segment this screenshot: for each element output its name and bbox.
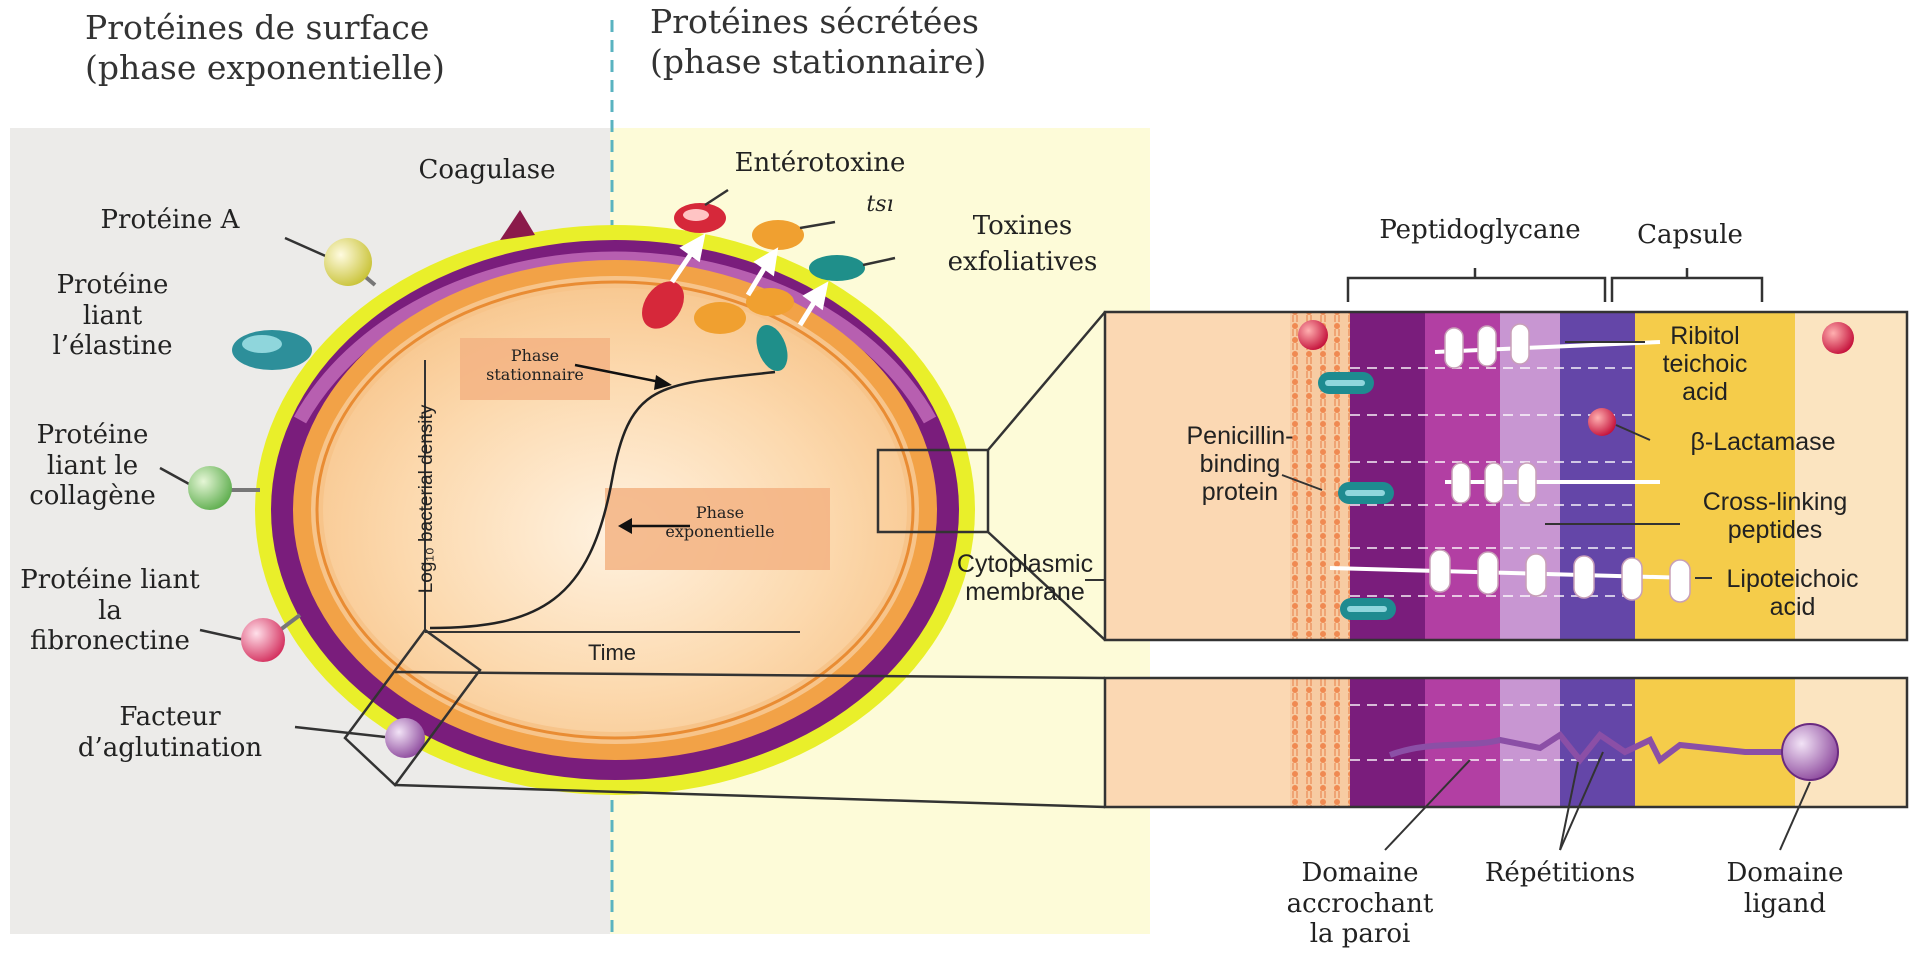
- layer-brackets: [1348, 268, 1762, 302]
- fibronectin-protein-label: Protéine liant la fibronectine: [10, 565, 210, 657]
- ligand-domain-icon: [1782, 724, 1838, 780]
- protein-a-label: Protéine A: [85, 205, 255, 236]
- growth-ylabel: Log₁₀ bacterial density: [416, 349, 438, 649]
- elastin-protein-label: Protéine liant l’élastine: [30, 270, 195, 362]
- exfoliative-toxin-icon: [809, 255, 865, 281]
- cross-linking-label: Cross-linking peptides: [1660, 488, 1890, 544]
- peptidoglycan-label: Peptidoglycane: [1340, 215, 1620, 246]
- capsule-label: Capsule: [1620, 220, 1760, 251]
- intracellular-toxin: [694, 302, 746, 334]
- repeats-label: Répétitions: [1455, 858, 1665, 889]
- collagen-protein-label: Protéine liant le collagène: [10, 420, 175, 512]
- beta-lactamase-icon: [1298, 320, 1328, 350]
- tsst-toxin-icon: [752, 220, 804, 250]
- growth-xlabel: Time: [572, 640, 652, 666]
- pbp-label: Penicillin- binding protein: [1160, 422, 1320, 506]
- beta-lactamase-label: β-Lactamase: [1648, 428, 1878, 456]
- tsst-label: tsı: [855, 192, 905, 218]
- beta-lactamase-icon: [1588, 408, 1616, 436]
- elastin-protein-icon: [232, 330, 312, 370]
- stationary-phase-label: Phase stationnaire: [470, 346, 600, 384]
- ligand-domain-label: Domaine ligand: [1700, 858, 1870, 919]
- anchor-domain-label: Domaine accrochant la paroi: [1275, 858, 1445, 950]
- lipoteichoic-label: Lipoteichoic acid: [1700, 565, 1885, 621]
- surface-proteins-header: Protéines de surface (phase exponentiell…: [85, 8, 505, 87]
- exponential-phase-label: Phase exponentielle: [625, 503, 815, 541]
- intracellular-toxin: [746, 288, 794, 316]
- secreted-proteins-header: Protéines sécrétées (phase stationnaire): [650, 2, 1050, 81]
- exfoliative-toxins-label: Toxines exfoliatives: [935, 208, 1110, 281]
- beta-lactamase-icon: [1822, 322, 1854, 354]
- clumping-factor-label: Facteur d’aglutination: [60, 702, 280, 763]
- coagulase-label: Coagulase: [392, 155, 582, 186]
- cytoplasmic-membrane-label: Cytoplasmic membrane: [940, 550, 1110, 606]
- adhesin-inset: [1105, 678, 1907, 807]
- enterotoxin-label: Entérotoxine: [720, 148, 920, 179]
- ribitol-teichoic-label: Ribitol teichoic acid: [1630, 322, 1780, 406]
